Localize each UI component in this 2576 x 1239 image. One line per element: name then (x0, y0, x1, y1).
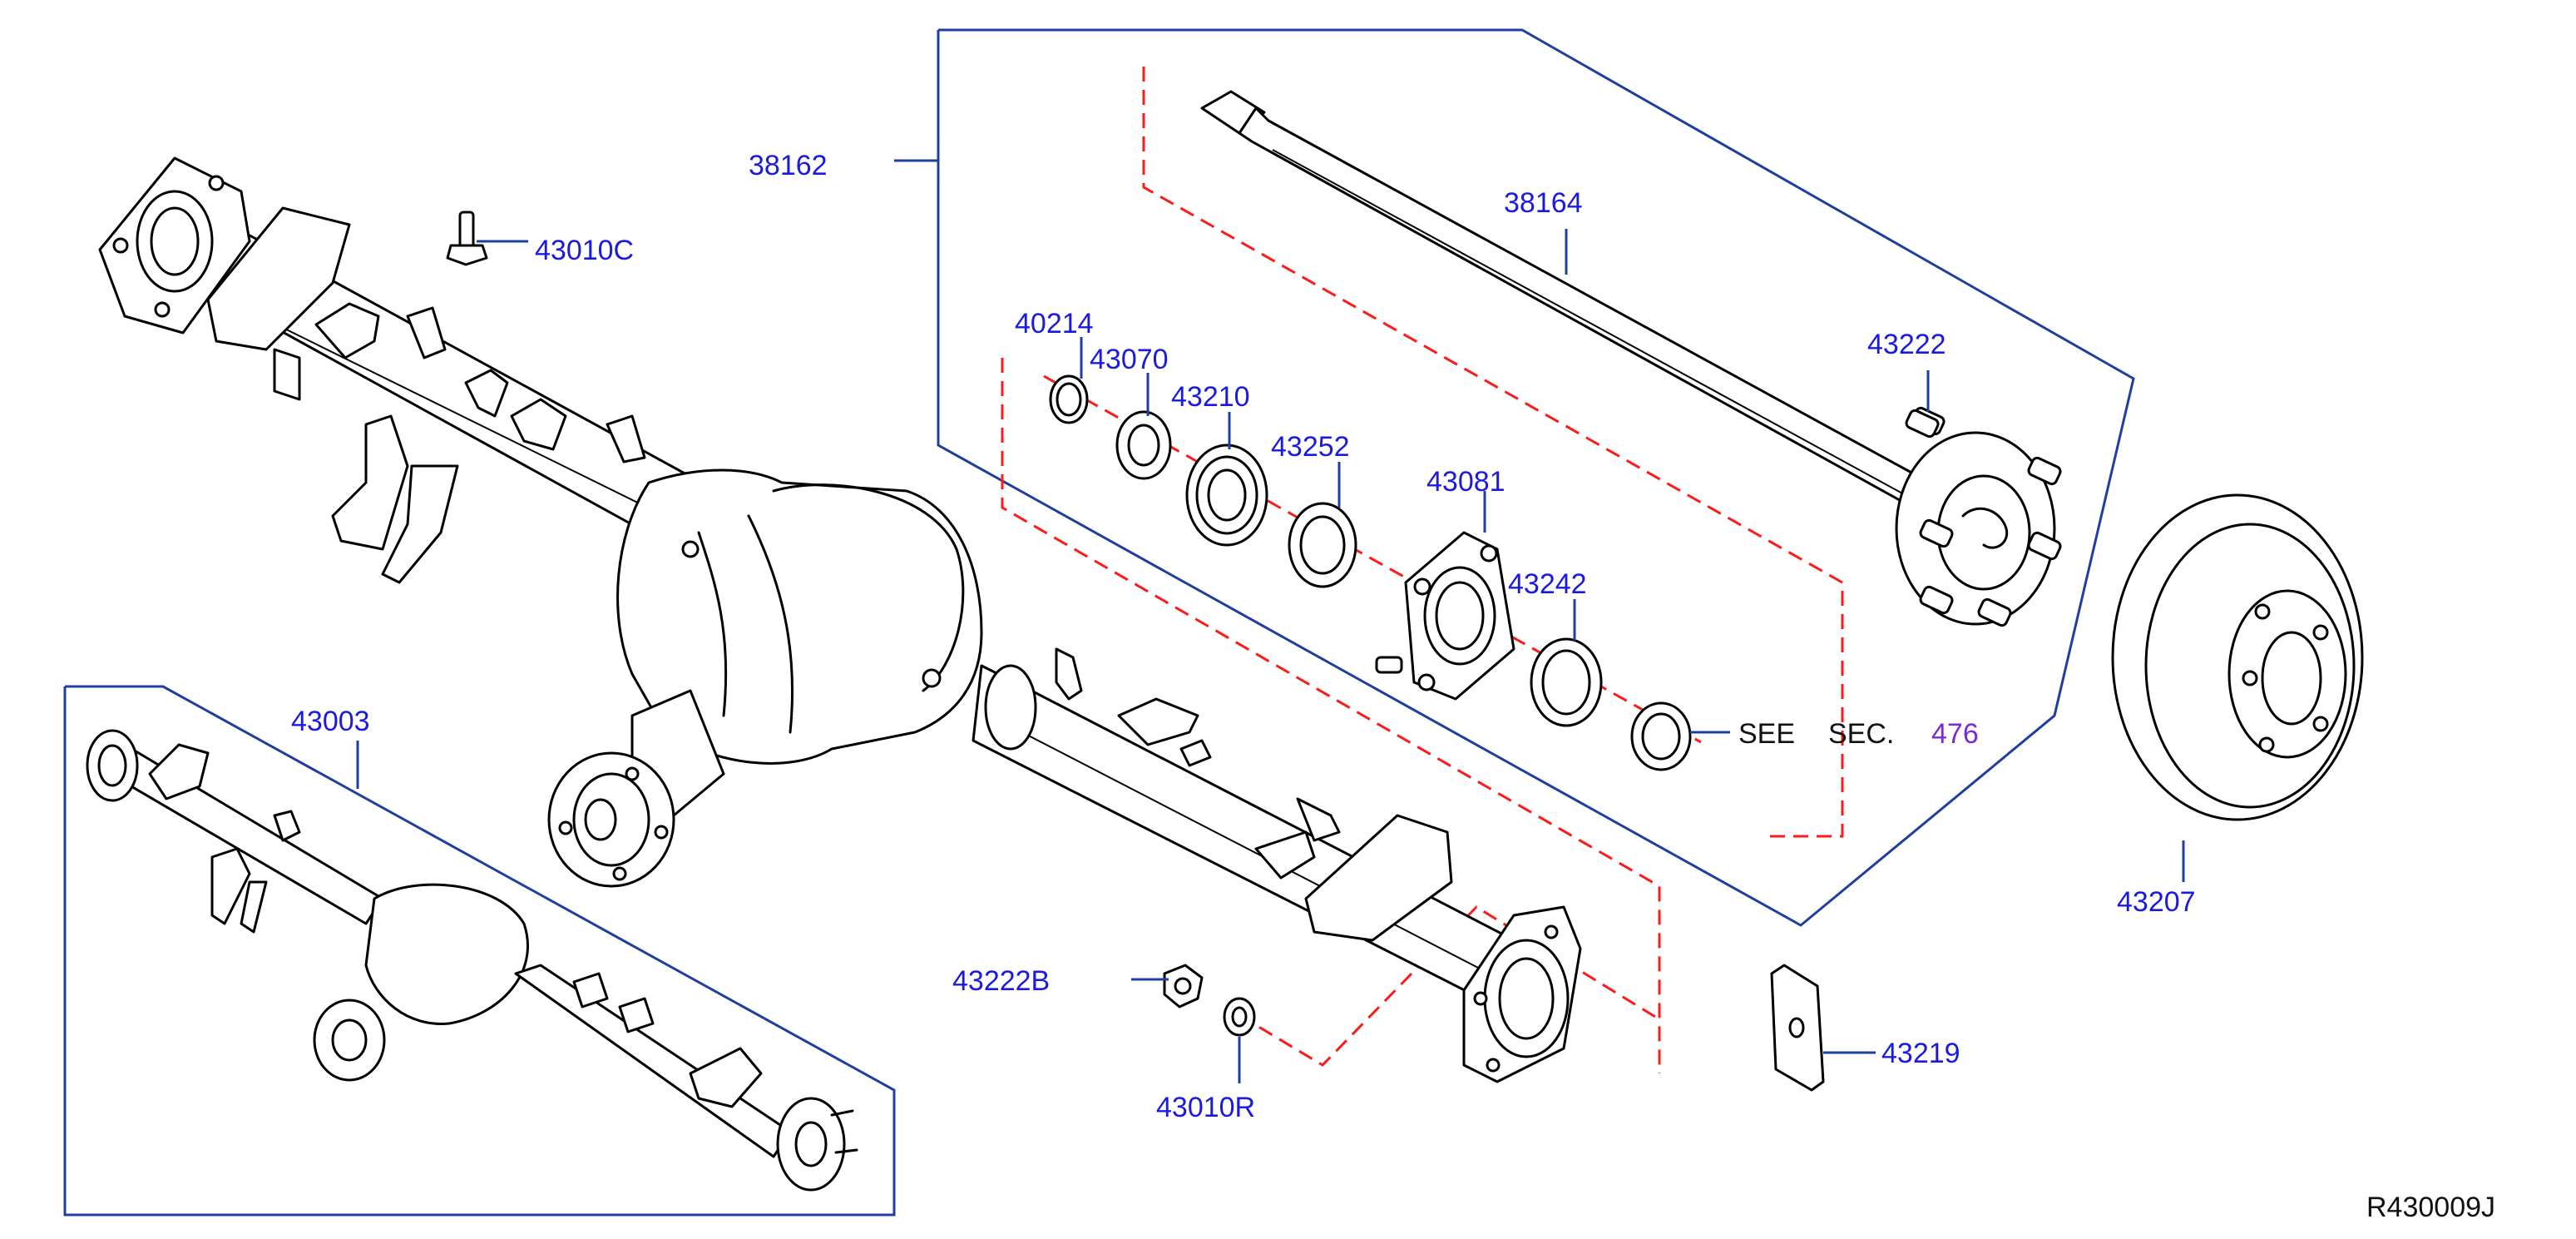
collar-43070 (1115, 410, 1172, 480)
label-43252[interactable]: 43252 (1271, 431, 1350, 463)
label-43222[interactable]: 43222 (1867, 329, 1946, 360)
part-labels: 38162 38164 43010C 40214 43070 43210 432… (291, 150, 2495, 1223)
axle-shaft-38164 (1200, 90, 2062, 627)
ring-43242 (1530, 637, 1603, 727)
axle-shaft-group-frame (894, 28, 2135, 927)
wheel-studs (1911, 406, 2062, 627)
section-link-476[interactable]: 476 (1931, 718, 1979, 750)
leader-lines (356, 229, 2185, 1083)
label-43010C[interactable]: 43010C (535, 235, 634, 266)
oil-seal-43252 (1288, 502, 1357, 588)
reference-code: R430009J (2366, 1192, 2495, 1223)
label-38164[interactable]: 38164 (1504, 187, 1583, 219)
stud-43222 (1905, 409, 1940, 439)
plate-43219 (1770, 964, 1825, 1092)
label-43010R[interactable]: 43010R (1156, 1092, 1255, 1123)
sec-text: SEC. (1828, 718, 1894, 750)
label-43210[interactable]: 43210 (1171, 381, 1250, 413)
label-43207[interactable]: 43207 (2117, 886, 2196, 918)
axle-assembly-group-frame (63, 685, 896, 1217)
see-text: SEE (1738, 718, 1795, 750)
label-43070[interactable]: 43070 (1090, 344, 1169, 375)
nut-43222B (1163, 964, 1204, 1009)
rear-axle-housing (98, 156, 1582, 1083)
label-43219[interactable]: 43219 (1881, 1038, 1960, 1069)
brake-disc-43207 (2111, 493, 2364, 821)
label-40214[interactable]: 40214 (1015, 308, 1094, 339)
bearing-retainer-43081 (1375, 531, 1515, 701)
label-43242[interactable]: 43242 (1508, 568, 1587, 600)
sensor-rotor (1630, 701, 1692, 771)
label-38162[interactable]: 38162 (749, 150, 828, 181)
label-43222B[interactable]: 43222B (952, 965, 1050, 997)
washer-43010R (1223, 997, 1256, 1037)
label-43081[interactable]: 43081 (1426, 466, 1506, 498)
bolt-43010C (446, 211, 488, 266)
label-43003[interactable]: 43003 (291, 706, 370, 737)
bearing-43210 (1185, 444, 1268, 547)
axle-assembly-thumbnail (86, 729, 858, 1192)
